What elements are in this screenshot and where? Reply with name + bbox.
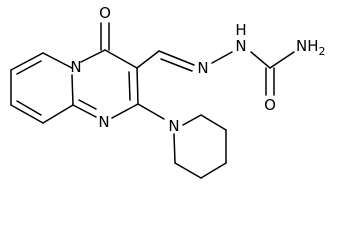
- bond-ring-e: [42, 104, 74, 124]
- bond-c4-c3: [104, 49, 138, 69]
- bond-pip-e: [174, 162, 202, 179]
- bond-ring-a: [42, 52, 73, 69]
- atom-n-piperidine: N: [168, 117, 179, 135]
- bond-n-c4: [80, 49, 106, 63]
- bond-pip-d: [200, 162, 227, 179]
- bond-n-nh: [211, 51, 233, 64]
- atom-n-ring-bottom: N: [98, 113, 109, 131]
- atom-o-carbonyl: O: [99, 4, 111, 22]
- bond-ring-d: [10, 104, 44, 124]
- bond-c3-ch: [136, 50, 160, 69]
- bond-pip-a: [182, 114, 202, 126]
- bond-nh-c: [250, 51, 271, 69]
- bond-ring-d-double: [16, 100, 42, 116]
- bond-c3-c2-double: [128, 71, 131, 101]
- bond-c2-n: [111, 103, 139, 119]
- bond-fusion: [71, 74, 74, 106]
- bond-n-c9a-double: [78, 99, 97, 110]
- atom-nh-hydrazide: N: [235, 37, 246, 55]
- bond-ch-n-double: [160, 58, 193, 72]
- atom-nh-hydrazide-n: N: [235, 37, 246, 55]
- bond-ring-b-double: [16, 60, 42, 75]
- atom-labels: O N N N N H NH2 O N: [70, 4, 325, 135]
- bond-ch-n: [158, 50, 195, 66]
- bond-pip-b: [200, 114, 227, 131]
- chemical-structure: O N N N N H NH2 O N: [10, 4, 326, 179]
- atom-nh-hydrazide-h: H: [235, 21, 246, 39]
- atom-n-hydrazone: N: [197, 59, 208, 77]
- atom-nh2-amide: NH2: [296, 37, 326, 58]
- atom-o-amide: O: [264, 96, 276, 114]
- bond-c2-npip: [137, 103, 165, 120]
- bond-c3-c2: [136, 67, 139, 105]
- bond-pip-f: [173, 133, 176, 164]
- bond-c-nh2: [269, 51, 295, 69]
- bond-ring-b: [10, 52, 44, 71]
- bond-n-c9a: [72, 104, 97, 118]
- atom-n-ring-top: N: [70, 58, 81, 76]
- atom-nh2-subscript: 2: [319, 45, 326, 58]
- atom-nh2-amide-label: NH: [296, 37, 319, 55]
- bonds: [10, 22, 295, 179]
